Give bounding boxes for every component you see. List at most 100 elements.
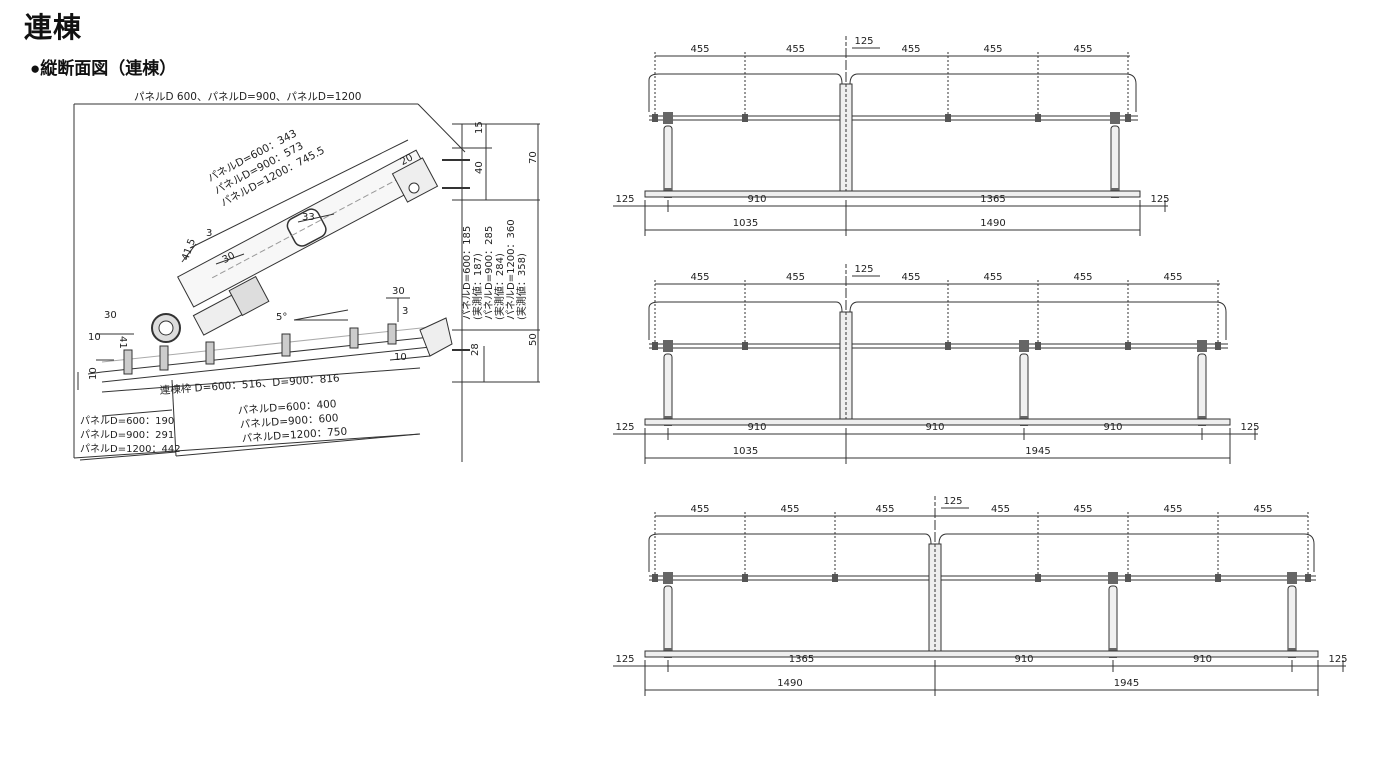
rail-bolt bbox=[1215, 574, 1221, 582]
post-joint bbox=[1287, 572, 1297, 584]
top-dim: 455 bbox=[780, 504, 799, 515]
bottom-dim: 1945 bbox=[1025, 446, 1050, 457]
ridge-dim: 125 bbox=[854, 264, 873, 275]
top-dim: 455 bbox=[690, 504, 709, 515]
rail-bolt bbox=[1035, 114, 1041, 122]
dim-3a: 3 bbox=[206, 228, 212, 239]
dim-50: 50 bbox=[528, 333, 539, 346]
top-dim: 455 bbox=[690, 44, 709, 55]
bl-label-900: パネルD=900：291 bbox=[80, 429, 174, 441]
page-title: 連棟 bbox=[24, 12, 83, 43]
dim-3b: 3 bbox=[402, 306, 408, 317]
mid-dim: 910 bbox=[1014, 654, 1033, 665]
rail-bolt bbox=[1125, 574, 1131, 582]
dim-30b: 30 bbox=[392, 286, 405, 297]
mid-dim: 910 bbox=[925, 422, 944, 433]
top-dim: 455 bbox=[991, 504, 1010, 515]
rail-bolt bbox=[945, 114, 951, 122]
top-dim: 455 bbox=[983, 272, 1002, 283]
rail-bolt bbox=[652, 114, 658, 122]
bl-label-600: パネルD=600：190 bbox=[80, 415, 174, 427]
mid-dim: 910 bbox=[747, 422, 766, 433]
rail-bolt bbox=[1125, 342, 1131, 350]
ridge-dim: 125 bbox=[854, 36, 873, 47]
dim-40: 40 bbox=[474, 161, 485, 174]
frame-label: 連棟枠 D=600：516、D=900：816 bbox=[159, 371, 340, 397]
post-joint bbox=[663, 340, 673, 352]
top-dim: 455 bbox=[1163, 272, 1182, 283]
rail-bolt bbox=[652, 342, 658, 350]
rail-bolt bbox=[1035, 574, 1041, 582]
mid-dim-left: 125 bbox=[615, 422, 634, 433]
mid-dim-left: 125 bbox=[615, 194, 634, 205]
mid-dim-right: 125 bbox=[1240, 422, 1259, 433]
dim-10a: 10 bbox=[88, 332, 101, 343]
rv-label-6: (実測値：358) bbox=[515, 253, 528, 320]
rail-bolt bbox=[742, 342, 748, 350]
dim-41-5: 41.5 bbox=[180, 237, 198, 262]
top-dim: 455 bbox=[983, 44, 1002, 55]
rail-bolt bbox=[1035, 342, 1041, 350]
ridge-dim: 125 bbox=[943, 496, 962, 507]
top-dim: 455 bbox=[1073, 44, 1092, 55]
mid-dim: 1365 bbox=[980, 194, 1005, 205]
rv-label-4: (実測値：284) bbox=[493, 253, 506, 320]
post-joint bbox=[1108, 572, 1118, 584]
rv-label-3: パネルD=900：285 bbox=[483, 226, 495, 320]
post-joint bbox=[1197, 340, 1207, 352]
rail-bolt bbox=[1215, 342, 1221, 350]
dim-30a: 30 bbox=[221, 250, 237, 266]
bottom-dim: 1490 bbox=[980, 218, 1005, 229]
top-dim: 455 bbox=[875, 504, 894, 515]
post-joint bbox=[663, 572, 673, 584]
top-dim: 455 bbox=[1163, 504, 1182, 515]
longitudinal-section bbox=[73, 103, 540, 462]
dim-30c: 30 bbox=[104, 310, 117, 321]
rail-bolt bbox=[1125, 114, 1131, 122]
bottom-dim: 1490 bbox=[777, 678, 802, 689]
rail-bolt bbox=[742, 114, 748, 122]
mid-dim: 910 bbox=[1103, 422, 1122, 433]
dim-28: 28 bbox=[470, 343, 481, 356]
elevation-2: 455 455 125 455 455 455 455 125 910 910 910 125 1035… bbox=[613, 264, 1260, 464]
top-dim: 455 bbox=[1073, 272, 1092, 283]
top-dim: 455 bbox=[1253, 504, 1272, 515]
top-dim: 455 bbox=[786, 272, 805, 283]
mid-dim: 1365 bbox=[789, 654, 814, 665]
mid-dim-right: 125 bbox=[1328, 654, 1347, 665]
dim-5deg: 5° bbox=[276, 312, 287, 323]
rail-bolt bbox=[742, 574, 748, 582]
elevation-3: 455 455 455 125 455 455 455 455 125 1365 910 910 125… bbox=[613, 496, 1348, 696]
bottom-dim: 1035 bbox=[733, 218, 758, 229]
dim-10c: 10 bbox=[394, 352, 407, 363]
mid-dim: 910 bbox=[747, 194, 766, 205]
dim-15: 15 bbox=[474, 121, 485, 134]
section-labels: パネルD 600、パネルD=900、パネルD=1200 パネルD=600：343… bbox=[80, 91, 539, 455]
section-title: ●縦断面図（連棟） bbox=[30, 59, 177, 78]
top-dim: 455 bbox=[1073, 504, 1092, 515]
bl-label-1200: パネルD=1200：442 bbox=[80, 443, 181, 455]
post-joint bbox=[663, 112, 673, 124]
dim-10b: 10 bbox=[88, 367, 99, 380]
rail-bolt bbox=[945, 342, 951, 350]
top-dim: 455 bbox=[901, 272, 920, 283]
top-dim: 455 bbox=[690, 272, 709, 283]
section-top-label: パネルD 600、パネルD=900、パネルD=1200 bbox=[134, 91, 362, 103]
post-joint bbox=[1019, 340, 1029, 352]
rail-bolt bbox=[832, 574, 838, 582]
dim-70: 70 bbox=[528, 151, 539, 164]
mid-dim: 910 bbox=[1193, 654, 1212, 665]
bottom-dim: 1035 bbox=[733, 446, 758, 457]
bottom-dim: 1945 bbox=[1114, 678, 1139, 689]
mid-dim-left: 125 bbox=[615, 654, 634, 665]
rv-label-2: (実測値：187) bbox=[471, 253, 484, 320]
rail-bolt bbox=[1305, 574, 1311, 582]
rv-label-1: パネルD=600：185 bbox=[461, 226, 473, 320]
dim-20: 20 bbox=[399, 152, 415, 168]
mid-dim-right: 125 bbox=[1150, 194, 1169, 205]
post-joint bbox=[1110, 112, 1120, 124]
top-dim: 455 bbox=[901, 44, 920, 55]
